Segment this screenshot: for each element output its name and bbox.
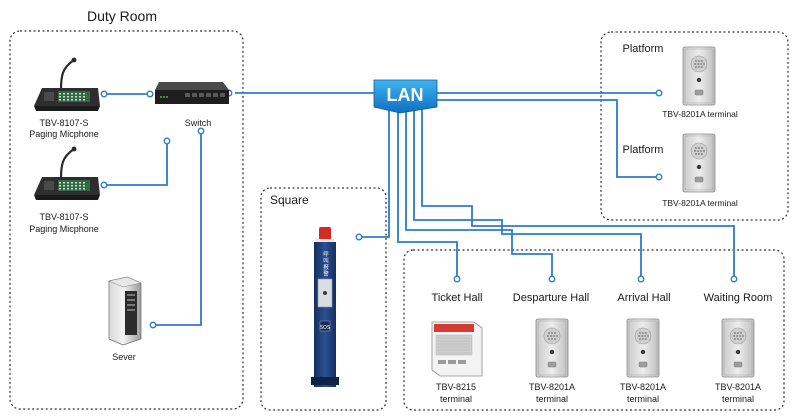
halls-zone	[403, 249, 785, 411]
mic-2-desc: Paging Micphone	[29, 224, 99, 234]
hall-name: Waiting Room	[704, 292, 773, 304]
square-title: Square	[270, 193, 309, 207]
hall-device-model: TBV-8201A	[529, 382, 575, 392]
switch-label: Switch	[185, 118, 212, 128]
square-zone	[260, 187, 387, 411]
intercom-terminal-icon	[682, 133, 716, 193]
platform-terminal-2-label: TBV-8201A terminal	[662, 198, 738, 208]
hall-device-sub: terminal	[536, 394, 568, 404]
ticket-terminal-icon	[431, 321, 483, 377]
intercom-terminal-icon	[682, 46, 716, 106]
connection-links	[104, 92, 735, 326]
paging-microphone-icon	[34, 57, 100, 111]
intercom-terminal-icon	[626, 318, 660, 378]
mic-1-desc: Paging Micphone	[29, 129, 99, 139]
server-icon	[108, 276, 142, 346]
hall-device-sub: terminal	[627, 394, 659, 404]
duty-room-title: Duty Room	[87, 8, 157, 24]
lan-hub: LAN	[373, 79, 438, 114]
sos-call-column-icon: 呼叫报警 SOS	[311, 227, 339, 387]
column-vertical-text: 呼叫报警	[322, 251, 329, 278]
hall-name: Desparture Hall	[513, 292, 589, 304]
paging-microphone-icon	[34, 146, 100, 200]
column-sos-label: SOS	[320, 325, 330, 331]
duty-room-zone	[9, 30, 244, 410]
network-switch-icon	[155, 82, 229, 104]
hall-name: Ticket Hall	[432, 292, 483, 304]
hall-device-model: TBV-8201A	[715, 382, 761, 392]
intercom-terminal-icon	[721, 318, 755, 378]
platform-title-2: Platform	[623, 144, 664, 156]
mic-1-model: TBV-8107-S	[39, 118, 88, 128]
mic-2-model: TBV-8107-S	[39, 212, 88, 222]
platform-zone	[600, 31, 789, 221]
hall-device-sub: terminal	[440, 394, 472, 404]
hall-device-model: TBV-8201A	[620, 382, 666, 392]
lan-label: LAN	[387, 85, 424, 105]
hall-name: Arrival Hall	[617, 292, 670, 304]
hall-device-sub: terminal	[722, 394, 754, 404]
link-endpoints	[100, 89, 738, 329]
server-label: Sever	[112, 352, 136, 362]
platform-title-1: Platform	[623, 43, 664, 55]
hall-device-model: TBV-8215	[436, 382, 476, 392]
platform-terminal-1-label: TBV-8201A terminal	[662, 109, 738, 119]
intercom-terminal-icon	[535, 318, 569, 378]
